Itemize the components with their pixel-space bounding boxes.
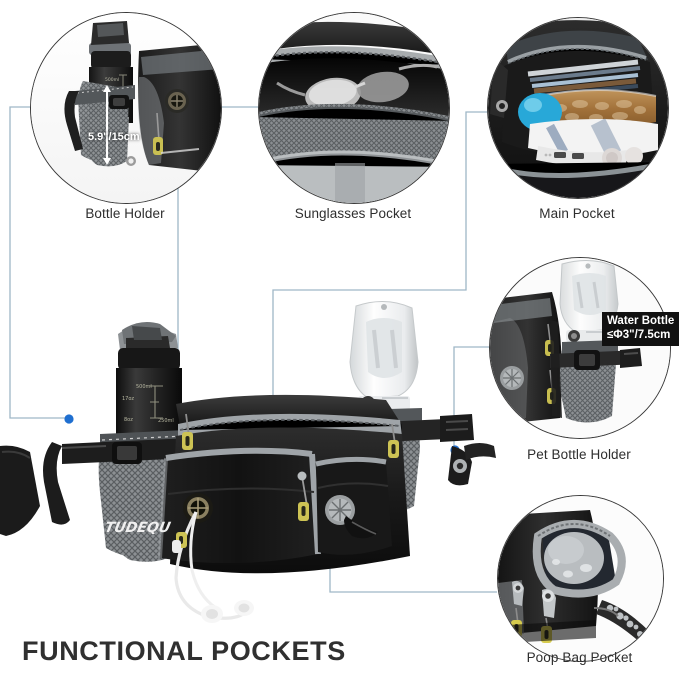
svg-text:500ml: 500ml	[136, 384, 152, 390]
poop-bag-pocket-photo	[497, 495, 664, 662]
page-title: FUNCTIONAL POCKETS	[22, 636, 346, 666]
svg-text:500ml: 500ml	[105, 77, 119, 83]
caption-pet-bottle-holder: Pet Bottle Holder	[527, 447, 631, 462]
pet-bottle-holder-photo	[489, 257, 671, 439]
svg-text:250ml: 250ml	[158, 418, 174, 424]
caption-sunglasses-pocket: Sunglasses Pocket	[294, 206, 412, 221]
badge-line-2: ≤Φ3"/7.5cm	[607, 328, 671, 341]
badge-line-1: Water Bottle	[607, 315, 675, 327]
svg-text:8oz: 8oz	[124, 417, 133, 423]
sunglasses-pocket-photo	[258, 12, 450, 204]
bottle-holder-photo: 500ml 17oz	[30, 12, 222, 204]
caption-poop-bag-pocket: Poop Bag Pocket	[526, 650, 633, 665]
main-pocket-photo	[487, 17, 669, 199]
svg-text:17oz: 17oz	[122, 396, 134, 402]
bottle-holder-dimension-badge: 5.9"/15cm	[88, 131, 140, 143]
hero-product-image: 500ml 17oz 8oz 250ml	[0, 296, 500, 626]
caption-main-pocket: Main Pocket	[539, 206, 615, 221]
caption-bottle-holder: Bottle Holder	[85, 206, 165, 221]
brand-logo-text: TUDEQU	[103, 520, 172, 536]
water-bottle-size-badge: Water Bottle ≤Φ3"/7.5cm	[602, 312, 679, 346]
